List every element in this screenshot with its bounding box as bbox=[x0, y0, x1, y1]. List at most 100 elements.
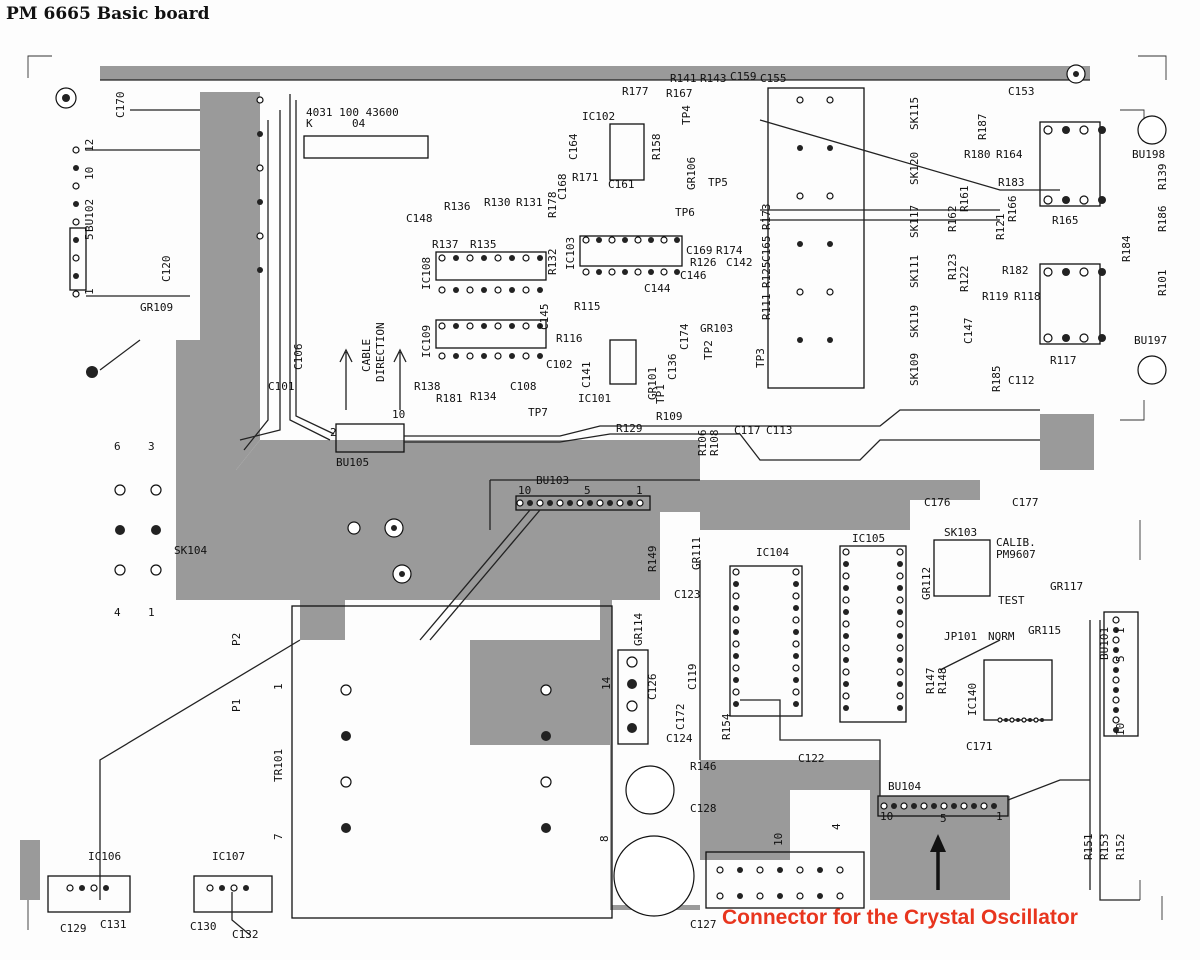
component-label: C127 bbox=[690, 918, 717, 931]
page-title: PM 6665 Basic board bbox=[6, 4, 210, 24]
component-label: R152 bbox=[1114, 834, 1127, 861]
connector-outline bbox=[705, 851, 865, 909]
component-label: R126 bbox=[690, 256, 717, 269]
component-label: R116 bbox=[556, 332, 583, 345]
component-label: R122 bbox=[958, 266, 971, 293]
component-label: GR106 bbox=[685, 157, 698, 190]
pads bbox=[66, 96, 1120, 900]
component-label: 10 bbox=[518, 484, 531, 497]
component-label: BU197 bbox=[1134, 334, 1167, 347]
component-label: GR103 bbox=[700, 322, 733, 335]
component-label: C117 bbox=[734, 424, 761, 437]
component-label: SK111 bbox=[908, 255, 921, 288]
component-label: R151 bbox=[1082, 834, 1095, 861]
cable-label: CABLE bbox=[360, 339, 373, 372]
component-label: R182 bbox=[1002, 264, 1029, 277]
component-label: R167 bbox=[666, 87, 693, 100]
component-label: R135 bbox=[470, 238, 497, 251]
component-label: 10 bbox=[880, 810, 893, 823]
component-label: R164 bbox=[996, 148, 1023, 161]
component-label: C128 bbox=[690, 802, 717, 815]
component-label: C113 bbox=[766, 424, 793, 437]
calib-label: CALIB. bbox=[996, 536, 1036, 549]
component-label: R108 bbox=[708, 430, 721, 457]
component-label: R101 bbox=[1156, 270, 1169, 297]
sk103-outline bbox=[933, 539, 991, 597]
component-label: C112 bbox=[1008, 374, 1035, 387]
component-label: 10 bbox=[772, 833, 785, 846]
component-label: TP1 bbox=[654, 384, 667, 404]
component-label: 10 bbox=[83, 167, 96, 180]
component-label: C148 bbox=[406, 212, 433, 225]
component-label: C146 bbox=[680, 269, 707, 282]
calib-model-label: PM9607 bbox=[996, 548, 1036, 561]
component-label: 10 bbox=[392, 408, 405, 421]
component-label: C123 bbox=[674, 588, 701, 601]
component-label: GR114 bbox=[632, 613, 645, 646]
component-label: C142 bbox=[726, 256, 753, 269]
component-label: C145 bbox=[538, 304, 551, 331]
component-label: TP5 bbox=[708, 176, 728, 189]
component-label: 2 bbox=[330, 426, 337, 439]
component-label: SK119 bbox=[908, 305, 921, 338]
component-label: 3 bbox=[148, 440, 155, 453]
component-label: R115 bbox=[574, 300, 601, 313]
gr114-outline bbox=[617, 649, 649, 745]
direction-label: DIRECTION bbox=[374, 322, 387, 382]
component-label: R177 bbox=[622, 85, 649, 98]
component-label: R137 bbox=[432, 238, 459, 251]
component-label: R178 bbox=[546, 192, 559, 219]
component-label: 4 bbox=[830, 823, 843, 830]
bu104-outline bbox=[877, 795, 1009, 817]
component-label: GR117 bbox=[1050, 580, 1083, 593]
component-label: C155 bbox=[760, 72, 787, 85]
crystal-oscillator-annotation: Connector for the Crystal Oscillator bbox=[722, 906, 1078, 929]
component-label: 5 bbox=[940, 812, 947, 825]
marking-line1: 4031 100 43600 bbox=[306, 106, 399, 119]
component-label: 6 bbox=[114, 440, 121, 453]
component-label: R125 bbox=[760, 262, 773, 289]
component-label: R148 bbox=[936, 668, 949, 695]
component-label: C136 bbox=[666, 354, 679, 381]
component-label: R181 bbox=[436, 392, 463, 405]
component-label: C172 bbox=[674, 704, 687, 731]
component-label: R171 bbox=[572, 171, 599, 184]
marking-line2: K bbox=[306, 117, 313, 130]
bu103-outline bbox=[515, 495, 651, 511]
relay-block bbox=[767, 87, 865, 389]
component-label: R111 bbox=[760, 294, 773, 321]
component-label: IC106 bbox=[88, 850, 121, 863]
component-label: P1 bbox=[230, 699, 243, 712]
component-label: C131 bbox=[100, 918, 127, 931]
component-label: 1 bbox=[996, 810, 1003, 823]
component-label: C108 bbox=[510, 380, 537, 393]
component-label: TP6 bbox=[675, 206, 695, 219]
component-label: C164 bbox=[567, 133, 580, 160]
component-label: 14 bbox=[600, 676, 613, 690]
component-label: 1 bbox=[83, 288, 96, 295]
component-label: BU104 bbox=[888, 780, 921, 793]
component-label: R109 bbox=[656, 410, 683, 423]
component-label: C174 bbox=[678, 323, 691, 350]
component-label: IC103 bbox=[564, 237, 577, 270]
component-label: R154 bbox=[720, 713, 733, 740]
component-label: R143 bbox=[700, 72, 727, 85]
component-label: R149 bbox=[646, 546, 659, 573]
component-label: R134 bbox=[470, 390, 497, 403]
component-label: 10 bbox=[1114, 723, 1127, 736]
ic108-outline bbox=[435, 251, 547, 281]
component-label: SK117 bbox=[908, 205, 921, 238]
ic102-outline bbox=[609, 123, 645, 181]
component-label: C130 bbox=[190, 920, 217, 933]
component-label: 1 bbox=[272, 683, 285, 690]
mounting-holes bbox=[55, 64, 1167, 917]
component-label: TP4 bbox=[680, 105, 693, 125]
component-label: R183 bbox=[998, 176, 1025, 189]
bu105-outline bbox=[335, 423, 405, 453]
component-label: C122 bbox=[798, 752, 825, 765]
component-label: IC101 bbox=[578, 392, 611, 405]
board-outline bbox=[27, 55, 1167, 930]
copper-plane bbox=[20, 66, 1094, 910]
